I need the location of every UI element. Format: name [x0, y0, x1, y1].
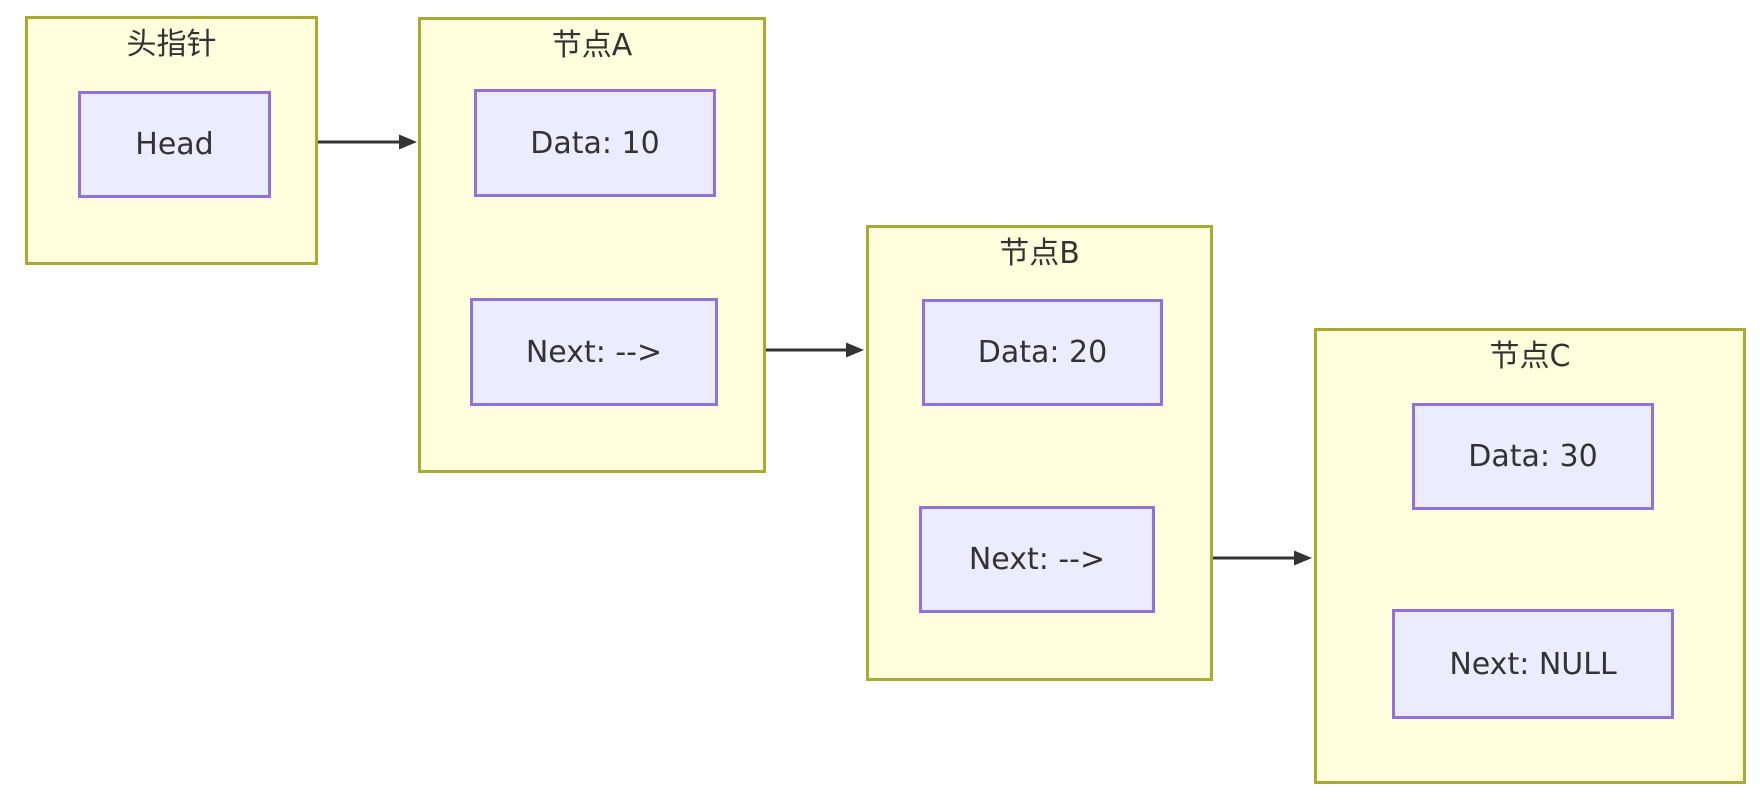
- arrowhead-icon: [846, 342, 864, 358]
- node-b-next: Next: -->: [919, 506, 1155, 613]
- cluster-title-head-pointer: 头指针: [126, 27, 217, 62]
- node-c-next: Next: NULL: [1392, 609, 1674, 719]
- node-a-next: Next: -->: [470, 298, 718, 406]
- node-head: Head: [78, 91, 271, 198]
- cluster-title-node-c: 节点C: [1489, 339, 1571, 374]
- cluster-node-b: 节点B Data: 20 Next: -->: [866, 225, 1213, 681]
- arrowhead-icon: [1294, 550, 1312, 566]
- node-b-data: Data: 20: [922, 299, 1163, 406]
- node-a-data: Data: 10: [474, 89, 716, 197]
- arrowhead-icon: [399, 134, 417, 150]
- node-c-data: Data: 30: [1412, 403, 1654, 510]
- cluster-node-a: 节点A Data: 10 Next: -->: [418, 17, 766, 473]
- cluster-node-c: 节点C Data: 30 Next: NULL: [1314, 328, 1746, 784]
- cluster-head-pointer: 头指针 Head: [25, 16, 318, 265]
- cluster-title-node-b: 节点B: [999, 236, 1080, 271]
- cluster-title-node-a: 节点A: [551, 28, 633, 63]
